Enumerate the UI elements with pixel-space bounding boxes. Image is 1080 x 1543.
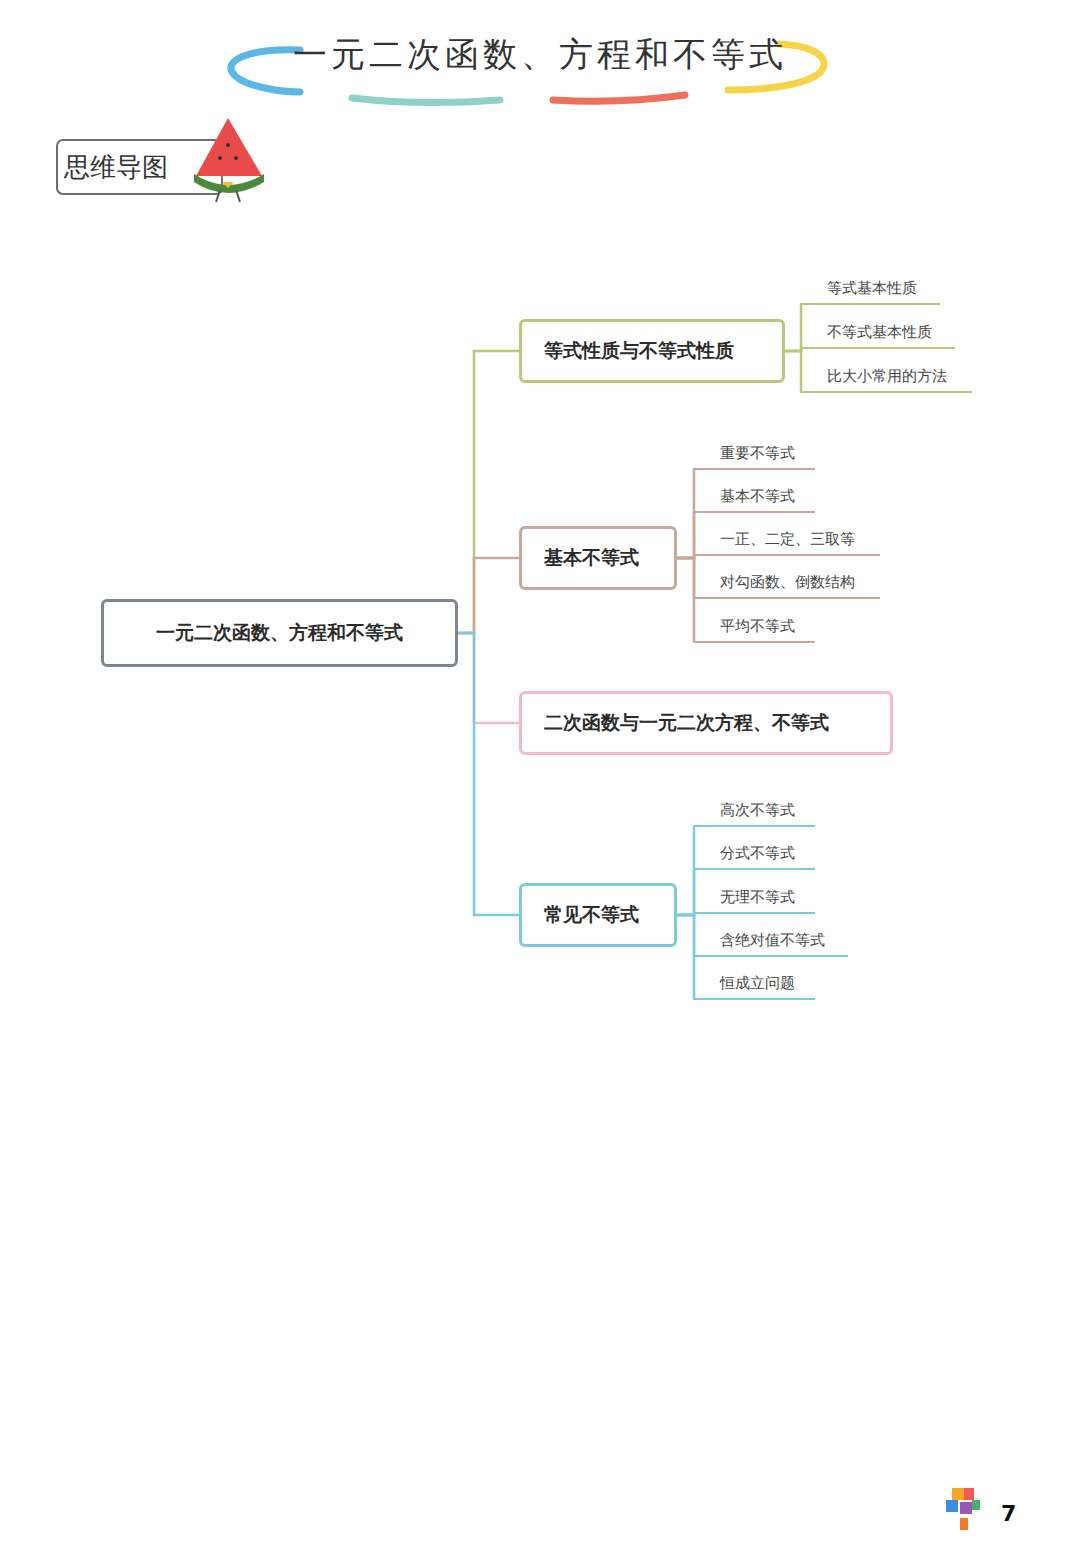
topic-text: 等式基本性质 <box>827 279 932 298</box>
leaf-topic: 无理不等式 <box>693 888 815 914</box>
title-swash <box>553 95 685 101</box>
connector <box>458 633 519 723</box>
tag-label: 思维导图 <box>64 150 168 185</box>
logo-icon <box>946 1488 980 1530</box>
page-title: 一元二次函数、方程和不等式 <box>0 32 1080 78</box>
connector <box>677 869 694 915</box>
topic-text: 无理不等式 <box>720 888 807 907</box>
root-topic: 一元二次函数、方程和不等式 <box>101 599 458 667</box>
topic-text: 一正、二定、三取等 <box>720 530 872 549</box>
leaf-topic: 一正、二定、三取等 <box>693 530 880 556</box>
branch-topic: 基本不等式 <box>519 526 677 590</box>
topic-text: 对勾函数、倒数结构 <box>720 573 872 592</box>
topic-text: 一元二次函数、方程和不等式 <box>134 620 425 646</box>
topic-text: 不等式基本性质 <box>827 323 947 342</box>
connector <box>677 826 694 915</box>
topic-text: 基本不等式 <box>720 487 807 506</box>
topic-text: 等式性质与不等式性质 <box>544 338 760 364</box>
leaf-topic: 分式不等式 <box>693 844 815 870</box>
topic-text: 比大小常用的方法 <box>827 367 964 386</box>
branch-topic: 二次函数与一元二次方程、不等式 <box>519 691 893 755</box>
title-swash <box>231 50 300 92</box>
connector <box>458 351 519 633</box>
connector <box>785 351 801 392</box>
watermelon-icon <box>194 118 264 202</box>
topic-text: 二次函数与一元二次方程、不等式 <box>544 710 868 736</box>
topic-text: 平均不等式 <box>720 617 807 636</box>
connector <box>677 512 694 558</box>
connector <box>677 915 694 999</box>
connector <box>785 304 801 351</box>
topic-text: 重要不等式 <box>720 444 807 463</box>
leaf-topic: 平均不等式 <box>693 617 815 643</box>
connector <box>677 558 694 642</box>
branch-topic: 等式性质与不等式性质 <box>519 319 785 383</box>
connector <box>677 915 694 956</box>
page-number: 7 <box>1001 1501 1016 1526</box>
connector <box>458 558 519 633</box>
leaf-topic: 恒成立问题 <box>693 974 815 1000</box>
title-swash <box>352 98 500 103</box>
leaf-topic: 比大小常用的方法 <box>800 367 972 393</box>
connector <box>677 469 694 558</box>
tag-box <box>57 140 222 194</box>
leaf-topic: 不等式基本性质 <box>800 323 955 349</box>
leaf-topic: 基本不等式 <box>693 487 815 513</box>
leaf-topic: 重要不等式 <box>693 444 815 470</box>
connector <box>458 633 519 915</box>
topic-text: 高次不等式 <box>720 801 807 820</box>
topic-text: 分式不等式 <box>720 844 807 863</box>
leaf-topic: 等式基本性质 <box>800 279 940 305</box>
leaf-topic: 对勾函数、倒数结构 <box>693 573 880 599</box>
topic-text: 恒成立问题 <box>720 974 807 993</box>
leaf-topic: 含绝对值不等式 <box>693 931 848 957</box>
connector <box>677 558 694 598</box>
leaf-topic: 高次不等式 <box>693 801 815 827</box>
topic-text: 含绝对值不等式 <box>720 931 840 950</box>
branch-topic: 常见不等式 <box>519 883 677 947</box>
topic-text: 常见不等式 <box>544 902 652 928</box>
topic-text: 基本不等式 <box>544 545 652 571</box>
